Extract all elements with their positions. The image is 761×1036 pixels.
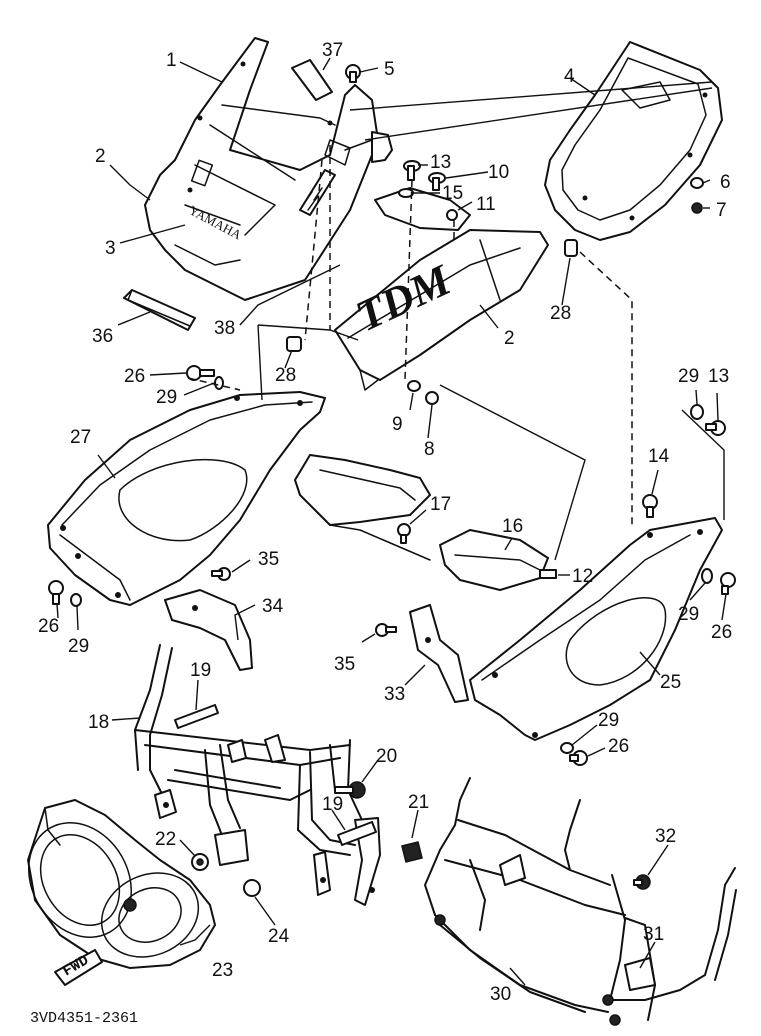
callout-30: 30	[490, 984, 511, 1005]
assembly-reference-lines	[257, 81, 725, 561]
assembly-guide-lines	[187, 145, 633, 525]
callout-8: 8	[424, 439, 435, 460]
callout-23: 23	[212, 960, 233, 981]
callout-22: 22	[155, 829, 176, 850]
callout-37: 37	[322, 40, 343, 61]
callout-2: 2	[504, 328, 515, 349]
rubber-sleeve-part	[337, 821, 377, 846]
callout-19: 19	[190, 660, 211, 681]
callout-14: 14	[648, 446, 670, 467]
callout-6: 6	[720, 172, 731, 193]
windshield-part	[544, 41, 723, 241]
fwd-arrow-marker: FWD	[54, 949, 103, 986]
callout-9: 9	[392, 414, 403, 435]
callout-7: 7	[716, 200, 727, 221]
callout-19: 19	[322, 794, 343, 815]
callout-17: 17	[430, 494, 451, 515]
pad-part	[291, 59, 333, 101]
callout-3: 3	[105, 238, 116, 259]
callout-26: 26	[711, 622, 732, 643]
left-lower-cowl-part	[47, 391, 326, 606]
cowling-bracket-part	[344, 131, 393, 163]
callout-10: 10	[488, 162, 509, 183]
callout-32: 32	[655, 826, 676, 847]
callout-29: 29	[678, 604, 699, 625]
callout-1: 1	[166, 50, 177, 71]
callout-27: 27	[70, 427, 91, 448]
cowling-stay-part	[134, 644, 381, 906]
callout-29: 29	[598, 710, 619, 731]
callout-31: 31	[643, 924, 664, 945]
callout-29: 29	[68, 636, 89, 657]
callout-26: 26	[608, 736, 629, 757]
callout-34: 34	[262, 596, 284, 617]
lower-frame-part	[424, 777, 737, 1026]
callout-13: 13	[708, 366, 729, 387]
callout-29: 29	[156, 387, 177, 408]
callout-33: 33	[384, 684, 405, 705]
callout-24: 24	[268, 926, 290, 947]
callout-28: 28	[550, 303, 571, 324]
callout-13: 13	[430, 152, 451, 173]
callout-38: 38	[214, 318, 235, 339]
callout-15: 15	[442, 183, 463, 204]
callout-26: 26	[124, 366, 145, 387]
inner-cover-part	[294, 454, 549, 591]
right-lower-cowl-part	[469, 517, 723, 741]
rubber-sleeve-part	[174, 704, 219, 729]
callout-leader-lines	[56, 57, 727, 986]
callout-25: 25	[660, 672, 681, 693]
fastener-parts	[48, 64, 736, 897]
callout-12: 12	[572, 566, 593, 587]
callout-26: 26	[38, 616, 59, 637]
callout-16: 16	[502, 516, 523, 537]
callout-2: 2	[95, 146, 106, 167]
callout-5: 5	[384, 59, 395, 80]
callout-36: 36	[92, 326, 113, 347]
callout-35: 35	[334, 654, 355, 675]
callout-4: 4	[564, 66, 575, 87]
callout-29: 29	[678, 366, 699, 387]
callout-labels: 1 2 2 3 4 5 6 7 8 9 10 11 12 13 13 14 15…	[38, 40, 732, 1005]
callout-20: 20	[376, 746, 397, 767]
drawing-code: 3VD4351-2361	[30, 1010, 138, 1027]
inner-panel-part	[374, 187, 471, 231]
callout-11: 11	[476, 194, 496, 215]
callout-35: 35	[258, 549, 279, 570]
bracket-33-part	[409, 604, 469, 703]
side-panel-part: TDM	[334, 229, 549, 391]
callout-18: 18	[88, 712, 109, 733]
callout-21: 21	[408, 792, 429, 813]
headlight-part	[27, 799, 216, 969]
callout-28: 28	[275, 365, 296, 386]
bracket-34-part	[164, 589, 253, 671]
upper-cowling-part	[144, 37, 379, 301]
